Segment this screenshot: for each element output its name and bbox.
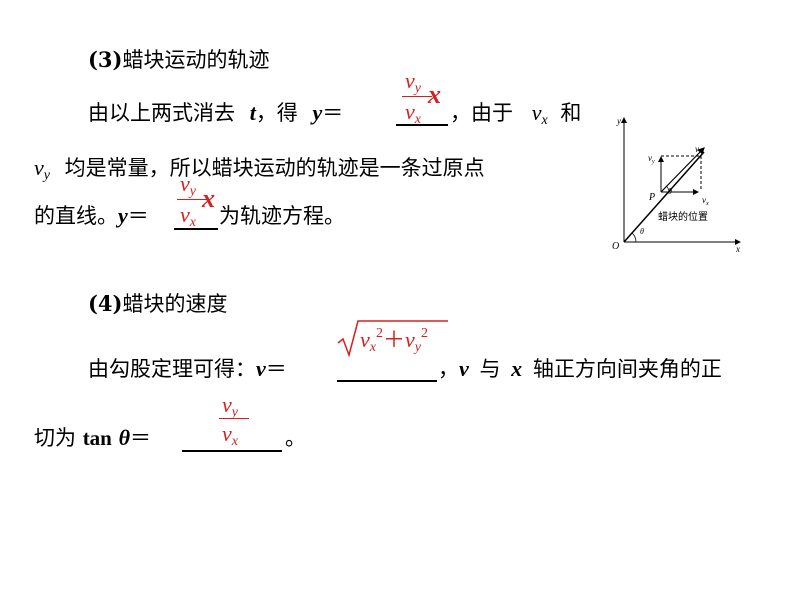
sqrt-vy: vy [405, 327, 421, 355]
line1-post: 轴正方向间夹角的正 [532, 357, 722, 381]
var-x: x [511, 356, 523, 381]
line3-pre: 的直线。 [34, 204, 118, 228]
line1-post: ，由于 [450, 101, 513, 125]
axis-y-label: y [616, 116, 621, 126]
line2-text: 均是常量，所以蜡块运动的轨迹是一条过原点 [64, 156, 485, 180]
section4-line2: 切为 tan θ＝ [34, 425, 151, 451]
line1-and: 和 [560, 101, 582, 125]
point-p-label: P [648, 192, 655, 203]
var-vx: vx [531, 100, 548, 129]
line1-pre: 由以上两式消去 [88, 101, 235, 125]
var-y: y [312, 100, 323, 125]
section3-line1: 由以上两式消去 t，得 y＝ [88, 100, 344, 126]
equals-sign: ＝ [322, 101, 344, 125]
section4-line2-post: 。 [285, 426, 306, 450]
answer2-variable: x [202, 184, 215, 213]
answer-blank-4 [182, 450, 282, 452]
equals-sign-2: ＝ [127, 204, 149, 228]
var-y-2: y [118, 203, 128, 228]
angle-arc-p [665, 185, 670, 193]
var-theta: θ [118, 425, 130, 450]
section4-heading-num: (4) [88, 291, 123, 316]
equals-sign-3: ＝ [265, 357, 287, 381]
line1-comma: ， [438, 357, 459, 381]
angle-arc-origin [631, 232, 637, 243]
var-v-2: v [459, 356, 469, 381]
answer-blank-1 [396, 124, 448, 126]
answer1-denominator: vx [405, 99, 421, 127]
answer1-variable: x [428, 80, 441, 109]
tan-answer-numerator: vy [222, 392, 238, 420]
answer-blank-3 [337, 380, 437, 382]
var-t: t [249, 100, 256, 125]
sqrt-content: vx2＋vy2 [360, 322, 428, 356]
section3-line3-post: 为轨迹方程。 [219, 204, 345, 228]
section3-heading-num: (3) [88, 47, 123, 72]
trajectory-diagram: y x O P v vy vx θ θ 蜡块的位置 [612, 116, 741, 254]
sqrt-plus: ＋ [382, 327, 405, 352]
section4-heading: (4)蜡块的速度 [88, 291, 228, 317]
line1-pre: 由勾股定理可得： [88, 357, 256, 381]
section3-heading: (3)蜡块运动的轨迹 [88, 47, 270, 73]
axis-x-label: x [735, 244, 740, 254]
section3-line3: 的直线。y＝ [34, 203, 149, 229]
origin-label: O [612, 241, 619, 252]
equals-sign-4: ＝ [129, 426, 151, 450]
answer1-numerator: vy [405, 68, 421, 96]
section4-line1-post: ，v 与 x 轴正方向间夹角的正 [438, 356, 722, 382]
line1-mid: ，得 [255, 101, 298, 125]
sqrt-symbol [337, 320, 448, 358]
section3-line1-post: ，由于 vx 和 [450, 101, 581, 133]
line2-pre: 切为 [34, 426, 76, 450]
tan-label: tan [82, 426, 112, 450]
section4-heading-text: 蜡块的速度 [122, 292, 228, 316]
trajectory-line [623, 151, 705, 243]
answer2-fraction-bar [177, 199, 207, 200]
answer2-numerator: vy [180, 171, 196, 199]
theta-label-origin: θ [640, 227, 644, 236]
sqrt-exp2: 2 [420, 326, 428, 341]
section4-line1: 由勾股定理可得：v＝ [88, 356, 287, 382]
sqrt-exp1: 2 [375, 326, 383, 341]
velocity-v-label: v [695, 144, 699, 154]
answer1-fraction-bar [402, 96, 432, 97]
velocity-vx-label: vx [702, 195, 709, 207]
sqrt-vx: vx [360, 327, 376, 355]
line1-mid: 与 [479, 357, 501, 381]
section3-line2: vy 均是常量，所以蜡块运动的轨迹是一条过原点 [34, 156, 485, 188]
answer2-denominator: vx [180, 202, 196, 230]
tan-answer-denominator: vx [222, 421, 238, 449]
var-vy: vy [34, 155, 50, 184]
theta-label-p: θ [668, 187, 672, 196]
answer-blank-2 [174, 228, 218, 230]
velocity-v-arrow [660, 147, 705, 193]
var-v: v [256, 356, 266, 381]
velocity-vy-label: vy [648, 153, 655, 165]
section3-heading-text: 蜡块运动的轨迹 [122, 48, 270, 72]
tan-answer-fraction-bar [219, 418, 249, 419]
diagram-caption: 蜡块的位置 [658, 210, 708, 223]
